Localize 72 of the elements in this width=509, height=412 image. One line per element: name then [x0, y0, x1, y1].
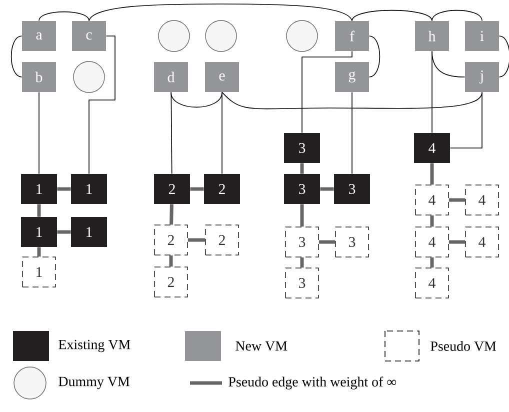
pseudo-edge [448, 240, 466, 244]
new-vm-box: j [465, 62, 499, 92]
new-vm-box: g [335, 62, 369, 92]
existing-vm-box: 1 [71, 217, 107, 247]
connector-line [38, 11, 90, 22]
pseudo-vm-box: 4 [465, 226, 499, 258]
existing-vm-box: 1 [21, 217, 57, 247]
connector-line [10, 36, 22, 78]
connector-line [88, 36, 116, 174]
pseudo-vm-box: 4 [465, 184, 499, 216]
existing-vm-box: 2 [204, 174, 240, 204]
dummy-vm-circle [205, 20, 237, 52]
new-vm-box: c [72, 21, 106, 51]
existing-vm-box: 4 [414, 133, 450, 163]
pseudo-edge [190, 187, 204, 191]
pseudo-edge [57, 230, 71, 234]
pseudo-edge [320, 187, 334, 191]
connector-line [368, 36, 380, 78]
connector-line [302, 50, 352, 134]
pseudo-vm-box: 4 [415, 226, 449, 258]
legend-label: Pseudo VM [430, 341, 496, 351]
pseudo-edge [57, 187, 71, 191]
pseudo-edge [37, 204, 41, 217]
new-vm-box: a [22, 21, 56, 51]
pseudo-edge [300, 257, 304, 268]
pseudo-vm-box: 3 [335, 226, 369, 258]
pseudo-edge [37, 247, 41, 257]
existing-vm-box: 2 [154, 174, 190, 204]
pseudo-edge [430, 257, 434, 268]
pseudo-vm-box: 3 [285, 226, 319, 258]
legend-label: Existing VM [58, 340, 130, 352]
dummy-vm-circle [73, 61, 105, 93]
pseudo-edge [448, 198, 466, 202]
new-vm-box: b [22, 62, 56, 92]
connector-line [222, 92, 482, 110]
existing-vm-box: 1 [21, 174, 57, 204]
new-vm-box: i [465, 21, 499, 51]
new-vm-box: f [335, 21, 369, 51]
legend-label: Dummy VM [58, 376, 130, 390]
new-vm-box: d [154, 62, 188, 92]
connector-line [352, 10, 432, 22]
pseudo-vm-box: 4 [415, 268, 449, 298]
pseudo-vm-box: 2 [154, 224, 188, 256]
pseudo-edge [300, 204, 304, 227]
connector-line [450, 92, 482, 148]
pseudo-edge [430, 163, 434, 185]
dummy-vm-circle [286, 20, 318, 52]
existing-vm-box: 3 [284, 133, 320, 163]
connector-line [38, 92, 40, 174]
pseudo-vm-box: 2 [205, 224, 239, 256]
connector-line [88, 4, 352, 22]
existing-vm-box: 1 [71, 174, 107, 204]
connector-line [170, 92, 172, 174]
pseudo-edge [300, 163, 304, 174]
pseudo-edge [169, 255, 173, 267]
existing-vm-box: 3 [284, 174, 320, 204]
existing-vm-box: 3 [334, 174, 370, 204]
pseudo-vm-box: 4 [415, 184, 449, 216]
legend-label: New VM [236, 341, 288, 351]
new-vm-box: h [415, 21, 449, 51]
pseudo-vm-box: 2 [154, 266, 188, 298]
pseudo-edge [170, 204, 174, 225]
pseudo-edge [318, 240, 336, 244]
pseudo-edge [188, 238, 206, 242]
pseudo-edge [430, 215, 434, 227]
pseudo-vm-box: 3 [285, 268, 319, 298]
connector-line [432, 10, 482, 22]
pseudo-vm-box: 1 [22, 256, 56, 288]
connector-line [498, 36, 509, 78]
new-vm-box: e [205, 62, 239, 92]
dummy-vm-circle [158, 20, 190, 52]
legend-label: Pseudo edge with weight of ∞ [228, 376, 396, 390]
